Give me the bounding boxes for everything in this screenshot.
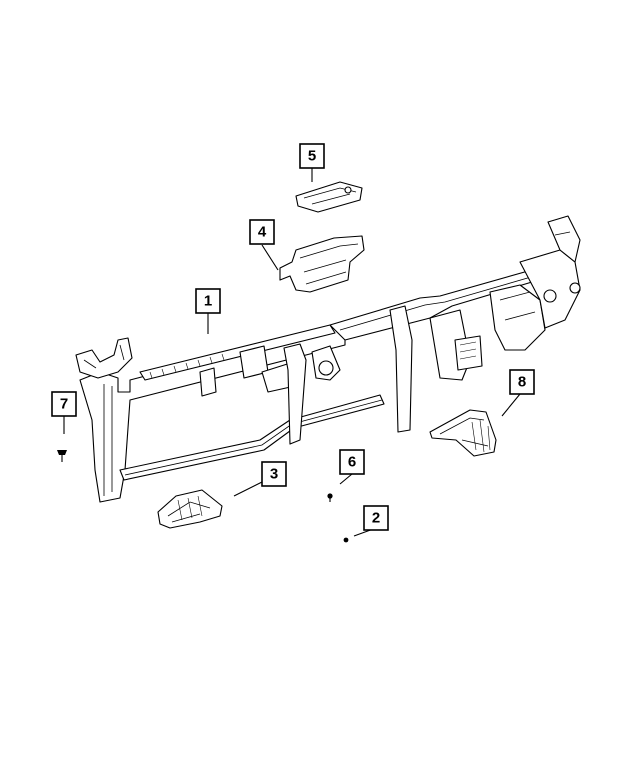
callout-4: 4 <box>249 219 275 245</box>
callout-4-label: 4 <box>258 224 267 241</box>
leader-lines <box>63 167 521 537</box>
left-duct <box>157 489 223 529</box>
callout-7: 7 <box>51 391 77 417</box>
callout-8: 8 <box>509 369 535 395</box>
callout-3: 3 <box>261 461 287 487</box>
leader-8 <box>501 393 521 417</box>
callout-6: 6 <box>339 449 365 475</box>
callout-2-label: 2 <box>372 510 380 527</box>
leader-6 <box>339 473 353 485</box>
leader-4 <box>261 244 279 271</box>
callout-3-label: 3 <box>270 466 278 483</box>
screw <box>327 493 333 502</box>
callout-5-label: 5 <box>308 148 316 165</box>
mounting-bracket <box>279 235 365 293</box>
callout-6-label: 6 <box>348 454 356 471</box>
callout-5: 5 <box>299 143 325 169</box>
cross-car-beam <box>75 215 581 503</box>
leader-3 <box>233 481 263 497</box>
bolt <box>57 450 67 462</box>
callout-1: 1 <box>195 288 221 314</box>
callout-2: 2 <box>363 505 389 531</box>
callout-1-label: 1 <box>204 293 212 310</box>
callout-7-label: 7 <box>60 396 68 413</box>
right-duct <box>429 409 497 457</box>
clip <box>343 537 349 543</box>
callout-8-label: 8 <box>518 374 526 391</box>
upper-bracket <box>295 181 363 213</box>
